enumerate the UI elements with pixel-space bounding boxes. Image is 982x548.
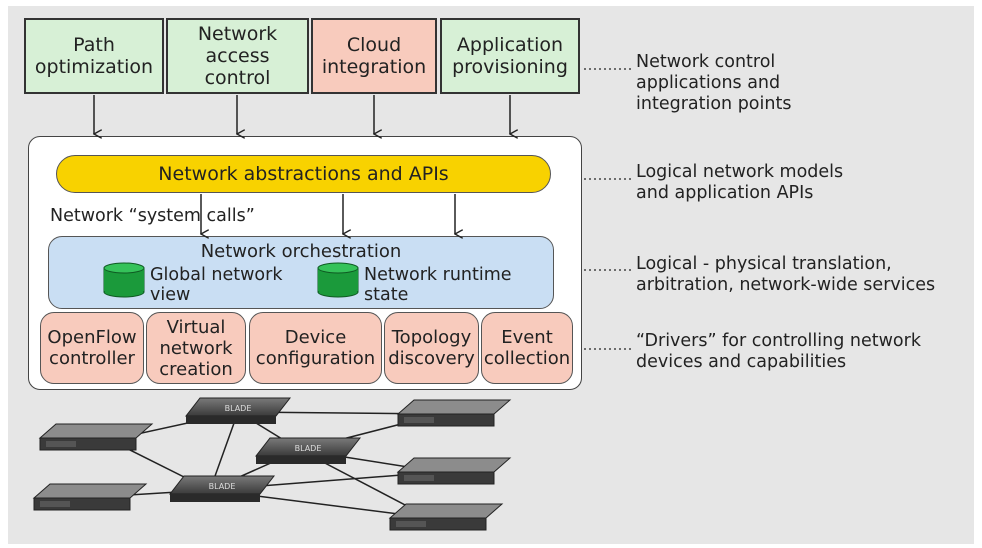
- switch-brand-1: BLADE: [225, 404, 252, 413]
- leader-lines: [584, 68, 634, 350]
- global-network-view-label: Global network view: [150, 265, 283, 305]
- driver-virtual-network-creation: Virtual network creation: [146, 312, 246, 384]
- layer-label-abstractions: Logical network models and application A…: [636, 162, 844, 203]
- app-application-provisioning: Application provisioning: [440, 18, 580, 94]
- app-network-access-control: Network access control: [166, 18, 309, 94]
- system-call-arrows: [201, 194, 455, 234]
- network-abstractions-bar: Network abstractions and APIs: [56, 155, 551, 193]
- app-cloud-integration: Cloud integration: [311, 18, 437, 94]
- layer-label-orchestration: Logical - physical translation, arbitrat…: [636, 254, 936, 295]
- switch-middle: BLADE: [254, 437, 362, 464]
- server-left-bottom: [32, 483, 148, 511]
- database-icon-global-view: [103, 262, 145, 298]
- server-right-bottom: [388, 503, 504, 531]
- driver-event-collection: Event collection: [481, 312, 573, 384]
- switch-brand-3: BLADE: [209, 482, 236, 491]
- layer-label-applications: Network control applications and integra…: [636, 52, 792, 114]
- switch-bottom: BLADE: [168, 475, 276, 502]
- app-path-optimization: Path optimization: [24, 18, 164, 94]
- network-abstractions-label: Network abstractions and APIs: [158, 163, 449, 185]
- layer-label-drivers: “Drivers” for controlling network device…: [636, 331, 921, 372]
- system-calls-label: Network “system calls”: [50, 206, 255, 226]
- switch-top: BLADE: [184, 397, 292, 424]
- driver-device-configuration: Device configuration: [249, 312, 382, 384]
- server-left-top: [38, 423, 154, 451]
- network-runtime-state-label: Network runtime state: [364, 265, 512, 305]
- database-icon-runtime-state: [317, 262, 359, 298]
- server-right-top: [396, 399, 512, 427]
- app-arrows: [94, 95, 510, 134]
- driver-topology-discovery: Topology discovery: [384, 312, 479, 384]
- switch-brand-2: BLADE: [295, 444, 322, 453]
- server-right-middle: [396, 457, 512, 485]
- driver-openflow-controller: OpenFlow controller: [40, 312, 144, 384]
- orchestration-title: Network orchestration: [200, 241, 402, 262]
